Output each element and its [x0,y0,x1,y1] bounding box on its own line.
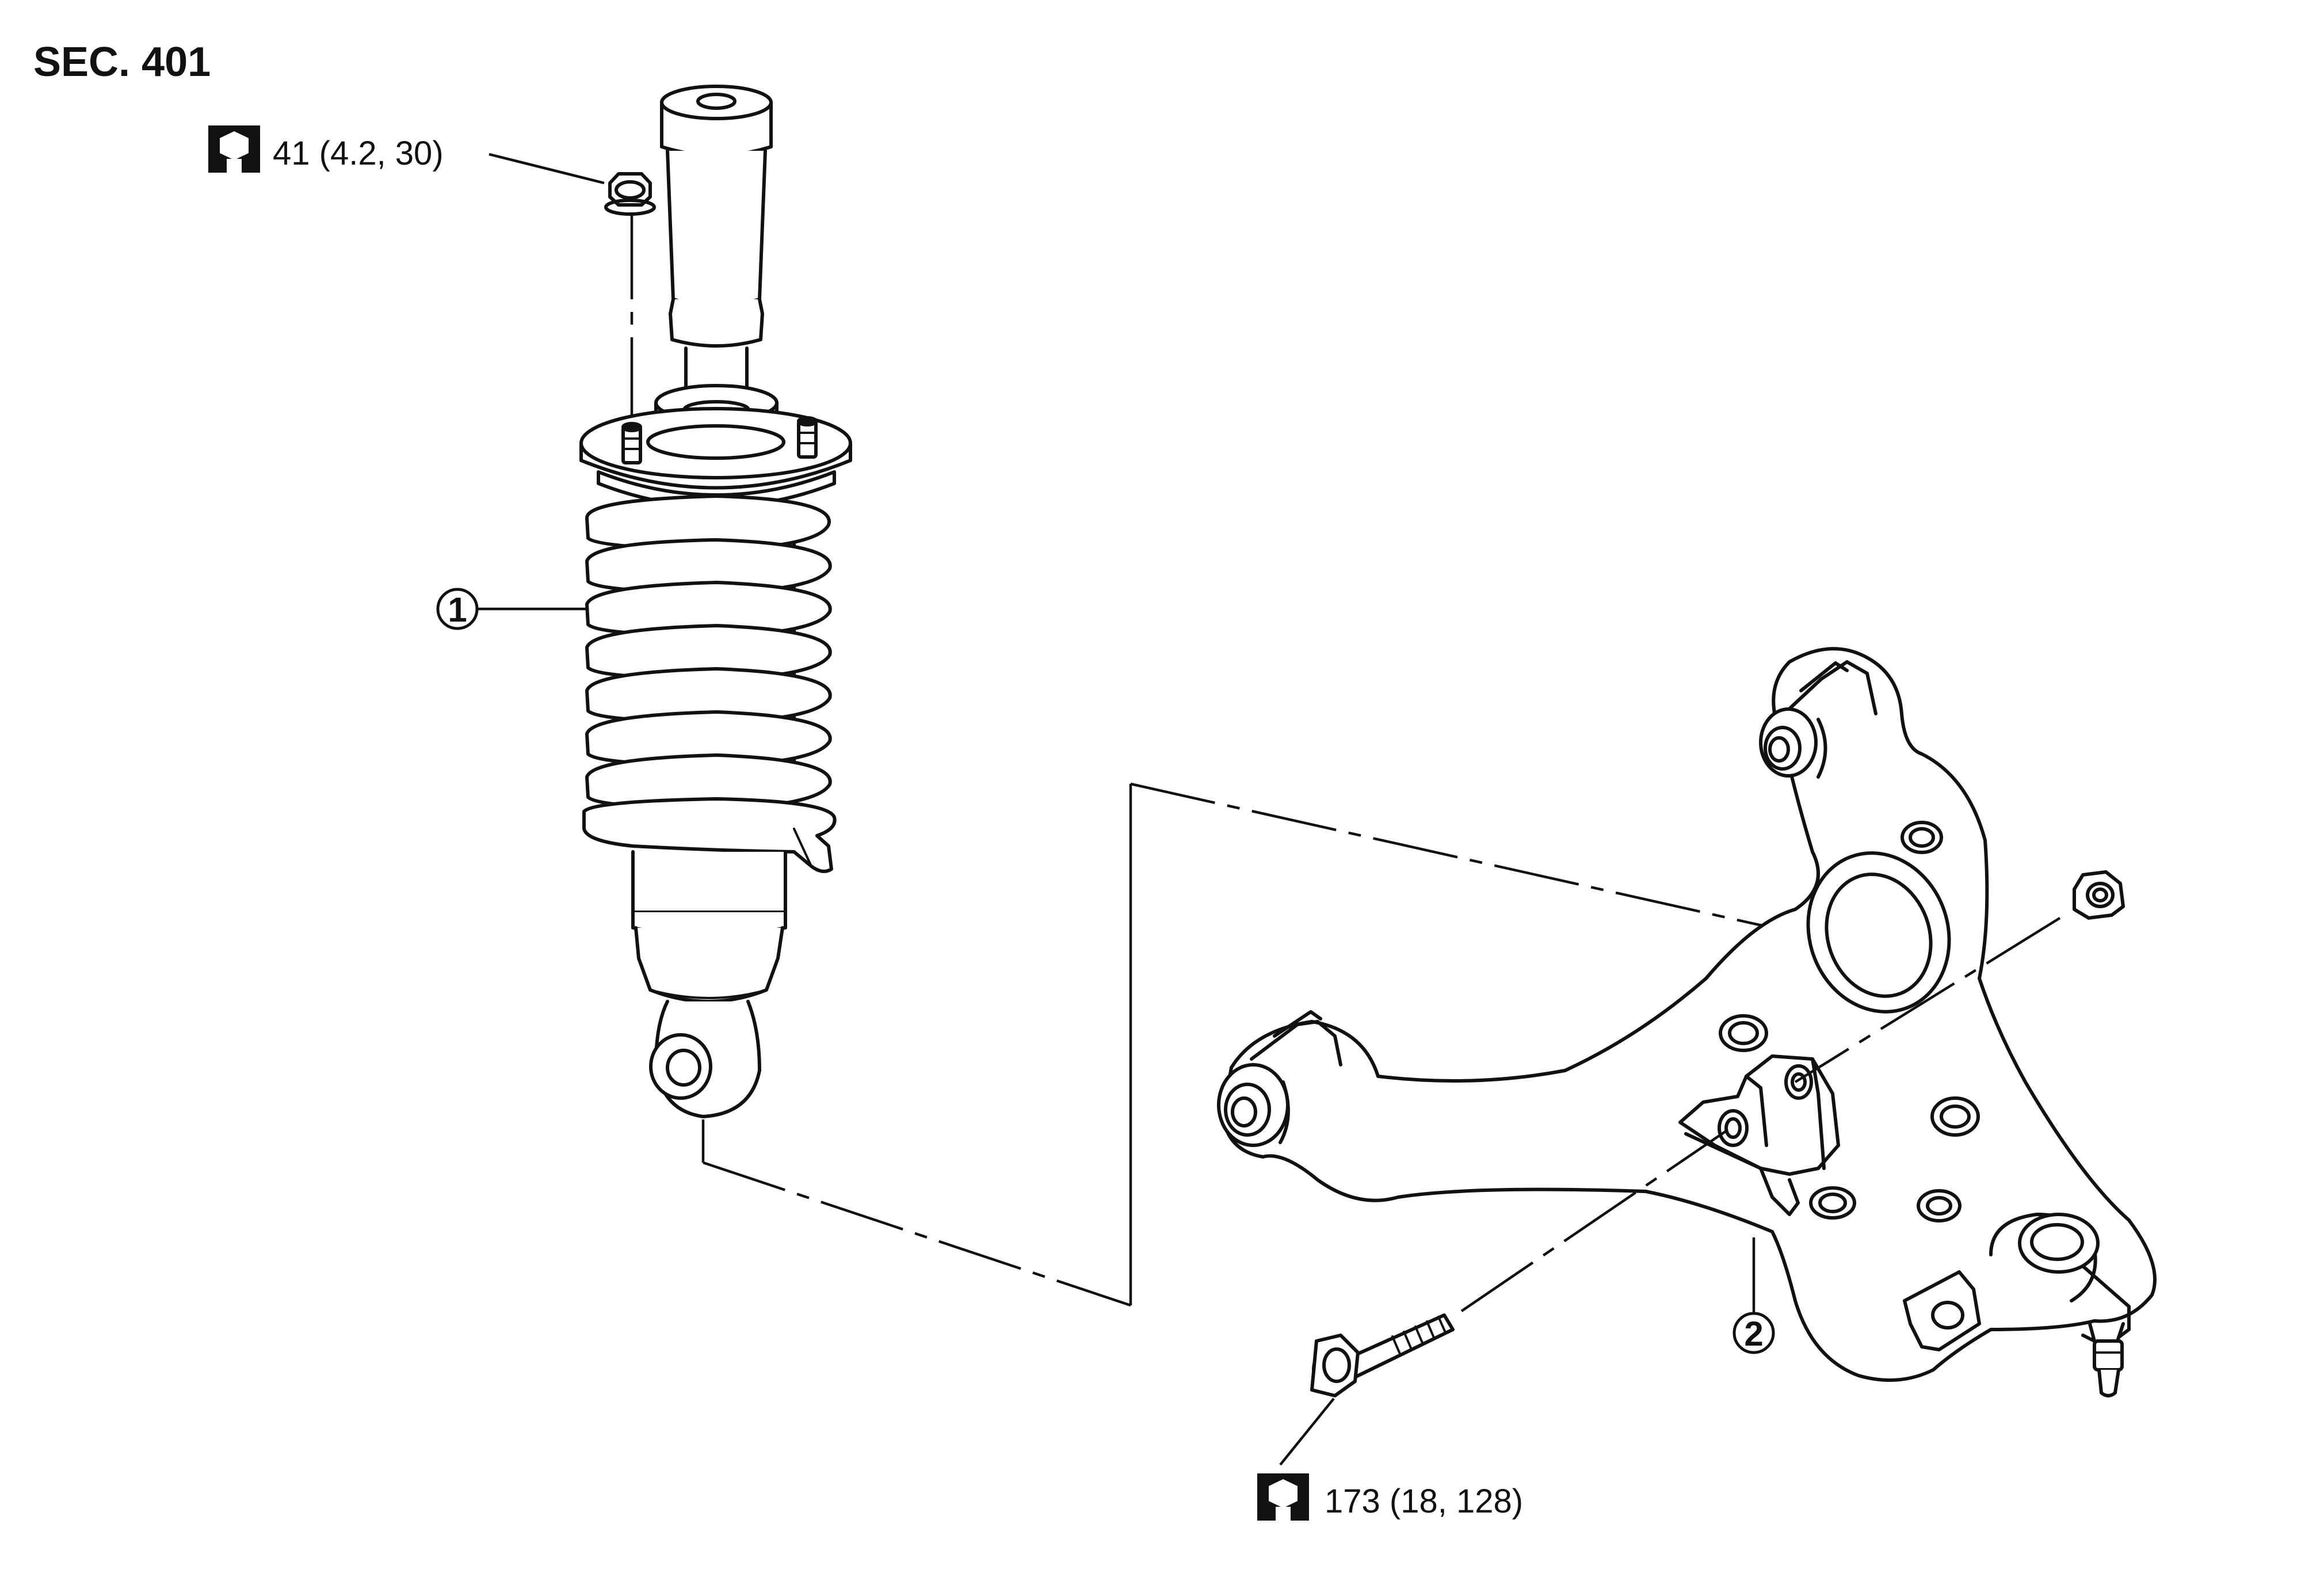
lower-torque-spec: 173 (18, 128) [1257,1397,1523,1521]
lower-torque-value: 173 (18, 128) [1325,1483,1523,1520]
callout-1-number: 1 [448,591,467,629]
callout-2-number: 2 [1744,1315,1763,1353]
section-label: SEC. 401 [33,39,211,85]
lower-control-arm [1217,647,2157,1397]
shock-absorber-assembly [579,85,852,1118]
upper-torque-value: 41 (4.2, 30) [273,135,444,172]
upper-torque-spec: 41 (4.2, 30) [208,125,605,185]
nut-axis-line [1794,917,2061,1083]
upper-mount-nut [604,172,656,216]
bolt-axis-line [1460,1130,1727,1312]
torque-wrench-icon [208,125,260,173]
callout-2: 2 [1732,1237,1775,1354]
mounting-bolt [1310,1313,1455,1397]
torque-wrench-icon [1257,1473,1309,1521]
bracket-nut [2073,870,2125,920]
callout-1: 1 [436,588,588,630]
